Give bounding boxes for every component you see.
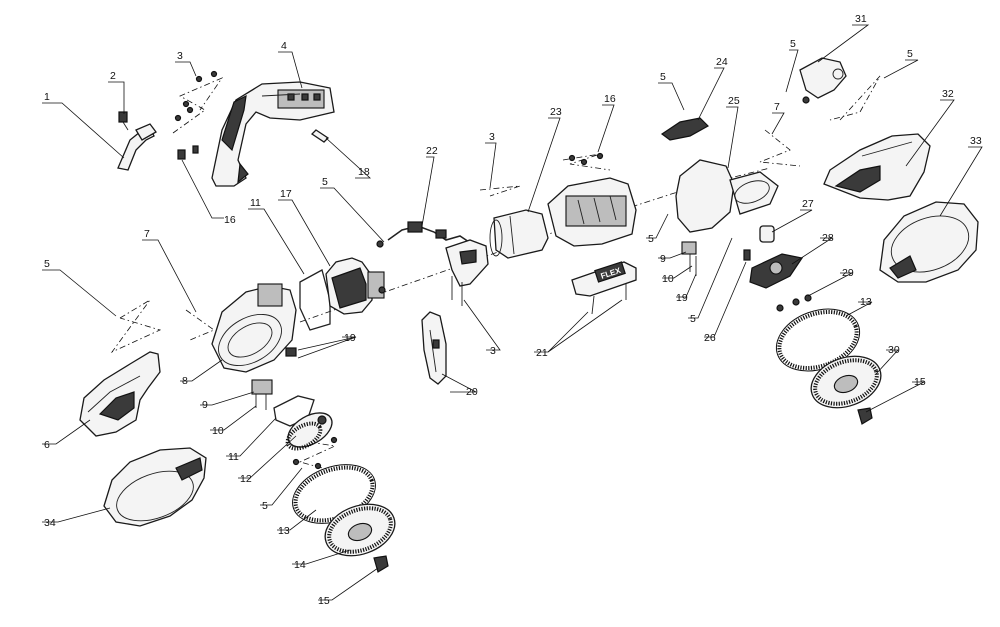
callout-9: 9 [660,253,666,265]
part-24-clamp [660,117,709,141]
callout-30: 30 [888,344,900,356]
callout-8: 8 [182,375,188,387]
part-17-motor [325,240,386,315]
part-33-right-cover [879,201,979,283]
callout-5: 5 [262,500,268,512]
part-15-hub-screw-right [857,407,873,425]
callout-10: 10 [662,273,674,285]
part-3-switch-block [445,239,489,306]
part-20-side-panel [421,311,447,385]
callout-14: 14 [294,559,306,571]
callout-1: 1 [44,91,50,103]
callout-11: 11 [228,451,239,463]
callout-7: 7 [774,101,780,113]
callout-10: 10 [212,425,224,437]
callout-22: 22 [426,145,438,157]
part-22-switch-harness [387,221,473,245]
callout-16: 16 [224,214,236,226]
callout-5: 5 [44,258,50,270]
part-28-bracket [749,253,803,289]
callout-2: 2 [110,70,116,82]
part-9-switch-right [681,241,697,276]
part-34-left-housing-cover [103,447,207,527]
leader-lines [42,24,983,601]
callout-4: 4 [281,40,287,52]
part-26-screw [743,249,751,261]
callout-33: 33 [970,135,982,147]
part-23-motor-sleeve [489,209,549,259]
callout-23: 23 [550,106,562,118]
part-30-wheel-right [810,355,882,409]
callout-32: 32 [942,88,954,100]
part-16-main-housing [547,152,637,247]
callout-17: 17 [280,188,292,200]
part-4-top-handle [211,81,335,187]
callout-3: 3 [177,50,183,62]
callout-21: 21 [536,347,548,359]
callout-16: 16 [604,93,616,105]
callout-numbers: 1 2 3 4 16 18 5 7 11 17 5 22 3 23 16 5 2… [44,13,982,607]
callout-3: 3 [489,131,495,143]
part-5-screws-lower [292,436,338,470]
part-2-screw [118,111,129,131]
callout-25: 25 [728,95,740,107]
callout-13: 13 [860,296,872,308]
callout-24: 24 [716,56,728,68]
callout-12: 12 [240,473,252,485]
callout-11: 11 [250,197,261,209]
part-11-gasket [299,269,331,331]
callout-15: 15 [914,376,926,388]
callout-5: 5 [690,313,696,325]
part-32-top-guard [823,133,931,201]
part-1-bail-handle [117,123,157,171]
callout-19: 19 [344,332,356,344]
part-3-screws-top-left [174,70,218,122]
callout-5: 5 [648,233,654,245]
callout-5: 5 [660,71,666,83]
callout-13: 13 [278,525,290,537]
part-29-screws [776,294,812,312]
part-18-pin [310,129,330,143]
callout-27: 27 [802,198,814,210]
callout-19: 19 [676,292,688,304]
callout-9: 9 [202,399,208,411]
callout-28: 28 [822,232,834,244]
callout-7: 7 [144,228,150,240]
part-16-screw-left [177,145,199,160]
callout-6: 6 [44,439,50,451]
callout-5: 5 [907,48,913,60]
part-27-spring [759,225,775,243]
part-9-switch-left [251,379,273,410]
callout-3: 3 [490,345,496,357]
callout-34: 34 [44,517,56,529]
callout-5: 5 [322,176,328,188]
callout-20: 20 [466,386,478,398]
part-6-front-guard [79,351,161,437]
part-8-gear-housing [211,283,297,373]
callout-15: 15 [318,595,330,607]
callout-18: 18 [358,166,370,178]
callout-31: 31 [855,13,867,25]
part-14-wheel-left [324,503,396,557]
part-31-cap [799,57,847,104]
part-21-label-plate: FLEX [571,261,637,315]
callout-26: 26 [704,332,716,344]
callout-5: 5 [790,38,796,50]
callout-29: 29 [842,267,854,279]
part-25-rear-housing [675,159,779,233]
